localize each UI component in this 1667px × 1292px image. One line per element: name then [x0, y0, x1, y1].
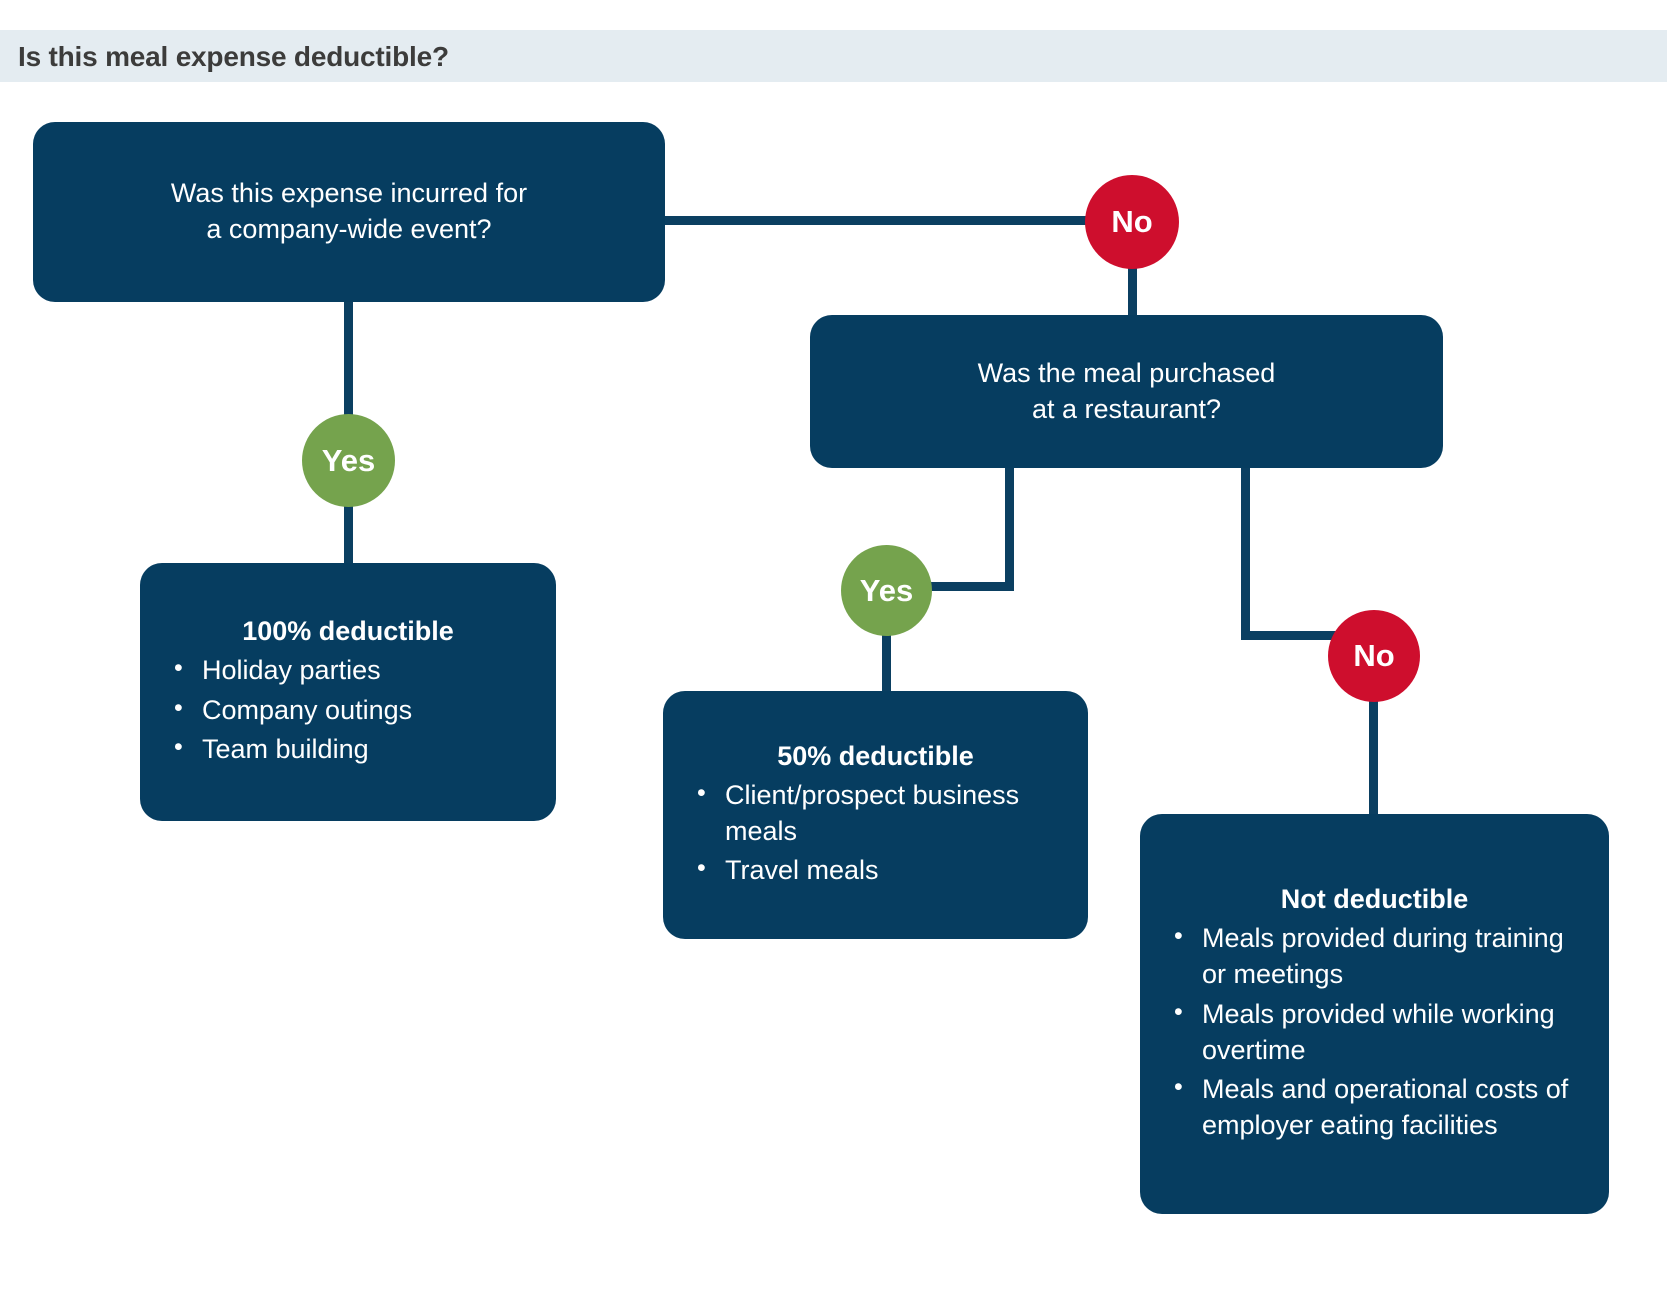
edge-no-badge-to-outcome3 — [1369, 696, 1378, 818]
edge-q1-to-no-badge — [665, 216, 1090, 225]
page-title: Is this meal expense deductible? — [18, 41, 449, 72]
edge-q2-no-vertical — [1241, 468, 1250, 640]
outcome-list-100: Holiday parties Company outings Team bui… — [156, 652, 540, 769]
outcome-list-50: Client/prospect business meals Travel me… — [679, 777, 1072, 890]
decision-badge-yes-q1[interactable]: Yes — [302, 414, 395, 507]
list-item: Company outings — [156, 692, 540, 729]
outcome-node-not-deductible[interactable]: Not deductible Meals provided during tra… — [1140, 814, 1609, 1214]
outcome-node-100-percent-deductible[interactable]: 100% deductible Holiday parties Company … — [140, 563, 556, 821]
list-item: Meals and operational costs of employer … — [1156, 1071, 1593, 1144]
question-node-purchased-at-restaurant-text: Was the meal purchased at a restaurant? — [952, 356, 1302, 428]
outcome-title-100: 100% deductible — [242, 615, 454, 646]
decision-badge-yes-q2[interactable]: Yes — [841, 545, 932, 636]
q2-line-2: at a restaurant? — [1031, 393, 1222, 424]
edge-yes-badge-to-outcome1 — [344, 500, 353, 566]
decision-badge-no-q1[interactable]: No — [1085, 175, 1179, 269]
edge-yes-badge-to-outcome2 — [882, 630, 891, 698]
list-item: Client/prospect business meals — [679, 777, 1072, 850]
q1-line-1: Was this expense incurred for — [170, 178, 528, 209]
decision-badge-no-q2[interactable]: No — [1328, 610, 1420, 702]
edge-q2-yes-vertical — [1005, 468, 1014, 590]
outcome-node-50-percent-deductible[interactable]: 50% deductible Client/prospect business … — [663, 691, 1088, 939]
q2-line-1: Was the meal purchased — [977, 357, 1276, 388]
edge-no-badge-to-q2 — [1128, 262, 1137, 320]
list-item: Team building — [156, 731, 540, 768]
outcome-title-50: 50% deductible — [777, 740, 974, 771]
list-item: Holiday parties — [156, 652, 540, 689]
q1-line-2: a company-wide event? — [206, 214, 492, 244]
edge-q2-no-horizontal — [1241, 631, 1351, 640]
question-node-company-wide-event-text: Was this expense incurred for a company-… — [145, 176, 553, 248]
question-node-purchased-at-restaurant[interactable]: Was the meal purchased at a restaurant? — [810, 315, 1443, 468]
edge-q2-yes-horizontal — [920, 582, 1014, 591]
question-node-company-wide-event[interactable]: Was this expense incurred for a company-… — [33, 122, 665, 302]
list-item: Meals provided during training or meetin… — [1156, 920, 1593, 993]
header-band — [0, 30, 1667, 82]
list-item: Travel meals — [679, 852, 1072, 889]
edge-q1-to-yes-badge — [344, 302, 353, 420]
outcome-list-not-deductible: Meals provided during training or meetin… — [1156, 920, 1593, 1144]
list-item: Meals provided while working overtime — [1156, 996, 1593, 1069]
outcome-title-not-deductible: Not deductible — [1280, 883, 1469, 914]
